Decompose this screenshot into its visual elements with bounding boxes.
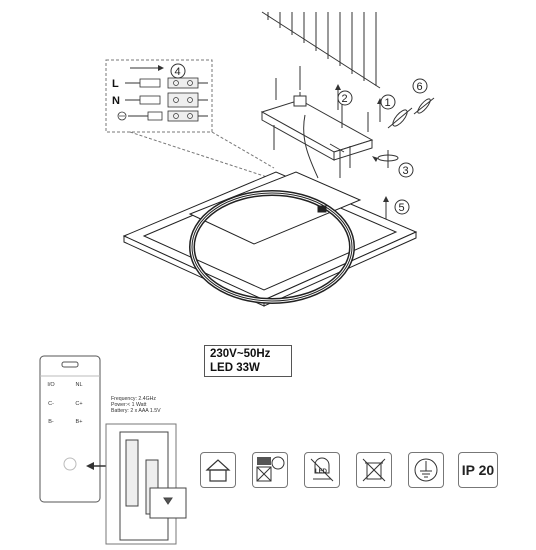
remote-button-c-plus: C+: [75, 401, 83, 407]
no-recycle-bin-icon: [356, 452, 392, 488]
remote-battery: Battery: 2 x AAA 1.5V: [111, 408, 161, 414]
remote-frequency: Frequency: 2.4GHz: [111, 396, 156, 402]
power-spec: LED 33W: [210, 362, 260, 374]
mounting-bracket: [260, 66, 374, 178]
svg-text:4: 4: [175, 66, 181, 78]
supply-cable: [303, 114, 319, 179]
remote-control: [39, 355, 101, 503]
live-label: L: [112, 78, 119, 90]
step-6-marker: 6: [387, 78, 435, 129]
remote-button-b-plus: B+: [75, 419, 83, 425]
no-dimmer-icon: [252, 452, 288, 488]
step-2-marker: 2: [335, 84, 353, 110]
neutral-label: N: [112, 95, 120, 107]
step-1-marker: 1: [377, 94, 396, 122]
indoor-house-icon: [200, 452, 236, 488]
remote-button-c-minus: C-: [48, 401, 54, 407]
step-3-marker: 3: [372, 150, 414, 178]
wiring-inset: [105, 59, 275, 179]
svg-text:5: 5: [399, 202, 405, 214]
step-5-marker: 5: [383, 196, 410, 220]
led-icon-label: LED: [315, 469, 328, 475]
ip-rating-badge: IP 20: [458, 452, 498, 488]
remote-power: Power:< 1 Watt: [111, 402, 147, 408]
step-4-marker: 4: [170, 63, 186, 79]
battery-arrow: [86, 462, 106, 470]
remote-info: Frequency: 2.4GHz Power:< 1 Watt Battery…: [111, 396, 161, 414]
svg-text:1: 1: [385, 97, 391, 109]
svg-text:6: 6: [417, 81, 423, 93]
voltage-spec: 230V~50Hz: [210, 348, 271, 360]
remote-button-nl: NL: [75, 382, 83, 388]
ceiling-hatch: [261, 11, 381, 89]
luminaire: [122, 171, 418, 307]
remote-button-io: I/O: [47, 382, 55, 388]
electrical-specs: 230V~50Hz LED 33W: [204, 345, 292, 377]
svg-text:2: 2: [342, 93, 348, 105]
battery-compartment: [105, 423, 187, 545]
svg-text:3: 3: [403, 165, 409, 177]
led-icon: LED: [304, 452, 340, 488]
protective-earth-icon: [408, 452, 444, 488]
remote-button-b-minus: B-: [48, 419, 54, 425]
